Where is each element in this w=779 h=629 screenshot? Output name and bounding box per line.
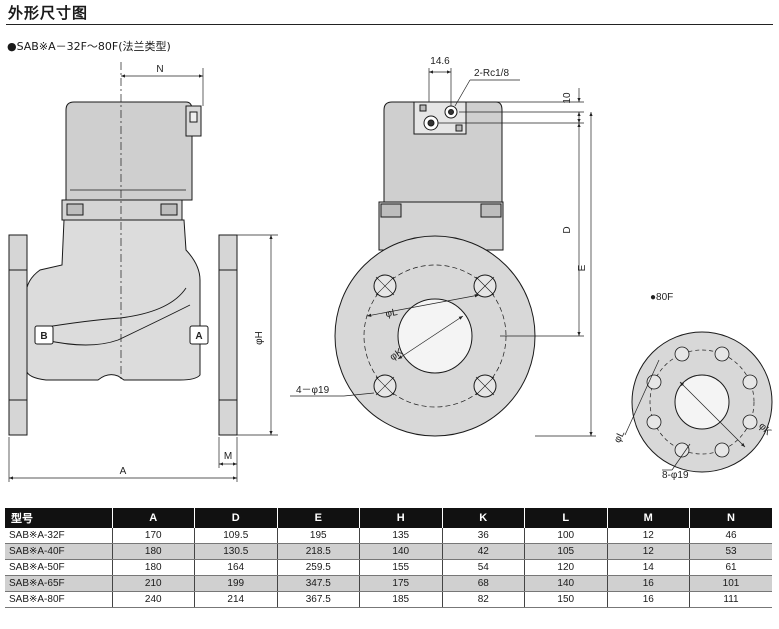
header-a: A (111, 508, 195, 528)
header-n: N (689, 508, 772, 528)
page-title: 外形尺寸图 (8, 4, 89, 22)
cell: 218.5 (276, 543, 360, 560)
cell: 12 (606, 543, 690, 560)
port-a-marker (189, 325, 209, 345)
cell: 109.5 (194, 528, 277, 544)
side-left-flange (8, 234, 28, 436)
cell-model: SAB※A-50F (5, 559, 112, 576)
cell: 16 (606, 591, 690, 608)
cell: 36 (441, 528, 525, 544)
cell: 42 (441, 543, 525, 560)
cell: 135 (359, 528, 442, 544)
cell: 210 (111, 575, 195, 592)
flange-80f-title: ●80F (650, 292, 673, 303)
cell: 150 (524, 591, 607, 608)
flange-80f-bore (674, 374, 730, 430)
cell: 140 (359, 543, 442, 560)
cell: 214 (194, 591, 277, 608)
cell: 175 (359, 575, 442, 592)
header-h: H (359, 508, 442, 528)
dim-d-label: D (562, 226, 573, 233)
cell: 105 (524, 543, 607, 560)
side-view (8, 62, 238, 436)
dim-phi-h-label: φH (254, 331, 265, 345)
flange-80f-dimensions (624, 359, 746, 471)
flange-80f-holes-label: 8-φ19 (662, 470, 689, 481)
flange-80f (631, 331, 773, 473)
cell: 100 (524, 528, 607, 544)
cell: 367.5 (276, 591, 360, 608)
side-solenoid-housing (65, 101, 193, 201)
cell: 54 (441, 559, 525, 576)
header-m: M (606, 508, 690, 528)
side-right-flange (218, 234, 238, 436)
table-row: SAB※A-65F 210 199 347.5 175 68 140 16 10… (5, 575, 772, 592)
table-row: SAB※A-80F 240 214 367.5 185 82 150 16 11… (5, 591, 772, 608)
front-bore (397, 298, 473, 374)
dim-holes-label: 4－φ19 (296, 385, 330, 396)
cell: 199 (194, 575, 277, 592)
cell: 53 (689, 543, 772, 560)
port-b-marker (34, 325, 54, 345)
cell-model: SAB※A-65F (5, 575, 112, 592)
dim-rc-label: 2-Rc1/8 (474, 68, 509, 79)
header-k: K (441, 508, 525, 528)
cell: 164 (194, 559, 277, 576)
dim-14-6-label: 14.6 (430, 56, 450, 67)
cell-model: SAB※A-32F (5, 528, 112, 544)
cell: 12 (606, 528, 690, 544)
cell: 347.5 (276, 575, 360, 592)
dim-a-label: A (120, 466, 127, 477)
cell: 259.5 (276, 559, 360, 576)
cell: 16 (606, 575, 690, 592)
cell: 101 (689, 575, 772, 592)
dim-e-label: E (577, 264, 588, 271)
front-dimensions (290, 68, 596, 437)
cell: 140 (524, 575, 607, 592)
cell: 180 (111, 543, 195, 560)
cell: 61 (689, 559, 772, 576)
table-header-row: 型号 A D E H K L M N (5, 508, 772, 528)
dimension-table: 型号 A D E H K L M N SAB※A-32F 170 109.5 1… (5, 508, 772, 608)
dim-10-label: 10 (562, 92, 573, 104)
cell: 46 (689, 528, 772, 544)
cell: 240 (111, 591, 195, 608)
cell: 185 (359, 591, 442, 608)
port-b-label: B (40, 331, 47, 342)
flange-80f-phi-l-label: φL (612, 429, 627, 445)
cell: 155 (359, 559, 442, 576)
dim-n-label: N (156, 64, 163, 75)
cell: 68 (441, 575, 525, 592)
cell: 170 (111, 528, 195, 544)
header-l: L (524, 508, 607, 528)
table-row: SAB※A-40F 180 130.5 218.5 140 42 105 12 … (5, 543, 772, 560)
table-row: SAB※A-50F 180 164 259.5 155 54 120 14 61 (5, 559, 772, 576)
cell: 82 (441, 591, 525, 608)
side-terminal-screw (189, 111, 198, 123)
drawing-subtitle: ●SAB※A－32F～80F(法兰类型) (7, 40, 171, 53)
dim-m-label: M (224, 451, 232, 462)
cell: 130.5 (194, 543, 277, 560)
cell: 120 (524, 559, 607, 576)
front-view (334, 101, 536, 437)
table-row: SAB※A-32F 170 109.5 195 135 36 100 12 46 (5, 528, 772, 544)
cell: 195 (276, 528, 360, 544)
header-model: 型号 (5, 508, 112, 528)
cell: 14 (606, 559, 690, 576)
cell: 111 (689, 591, 772, 608)
cell: 180 (111, 559, 195, 576)
title-divider (6, 24, 773, 25)
header-d: D (194, 508, 277, 528)
side-dimensions (8, 68, 278, 482)
cell-model: SAB※A-40F (5, 543, 112, 560)
dim-phi-l-label: φL (385, 307, 399, 320)
port-a-label: A (195, 331, 202, 342)
dimension-drawing: B A N φH M A (8, 56, 774, 482)
header-e: E (276, 508, 360, 528)
cell-model: SAB※A-80F (5, 591, 112, 608)
